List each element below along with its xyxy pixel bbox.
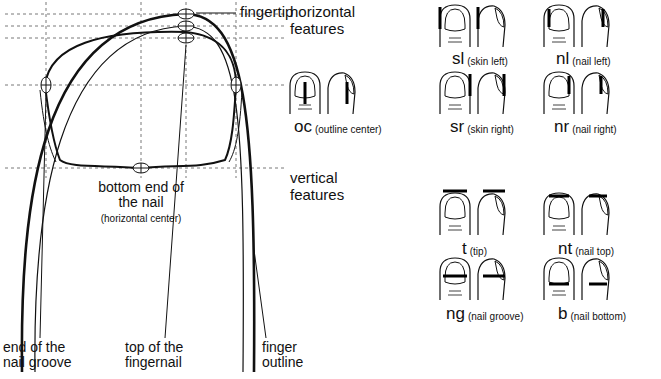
nail-groove bbox=[40, 90, 242, 162]
finger-icon-pair bbox=[440, 5, 505, 47]
part-label: bottom end of the nail bbox=[96, 180, 186, 211]
side-view bbox=[582, 6, 609, 47]
side-view bbox=[478, 259, 505, 300]
fingernail bbox=[45, 32, 236, 168]
finger-icon-pair bbox=[544, 193, 609, 235]
feature-code: ng bbox=[446, 305, 465, 324]
front-view bbox=[440, 258, 470, 300]
finger-icon-pair bbox=[440, 258, 505, 300]
finger-icon-pair bbox=[544, 5, 609, 47]
front-view bbox=[440, 72, 470, 114]
feature-description: (outline center) bbox=[315, 124, 382, 135]
side-view bbox=[478, 73, 505, 114]
front-view bbox=[440, 5, 470, 47]
feature-code: t bbox=[462, 240, 467, 259]
part-label: (horizontal center) bbox=[86, 213, 196, 224]
feature-code: sl bbox=[452, 50, 464, 69]
feature-code: nt bbox=[558, 240, 572, 259]
feature-description: (nail groove) bbox=[468, 311, 524, 322]
feature-description: (nail left) bbox=[572, 56, 610, 67]
part-label: vertical features bbox=[290, 170, 380, 203]
front-view bbox=[290, 72, 320, 114]
finger-icon-pair bbox=[440, 191, 505, 235]
feature-description: (skin right) bbox=[467, 124, 514, 135]
front-view bbox=[544, 72, 574, 114]
feature-code: b bbox=[558, 305, 567, 324]
front-view bbox=[544, 193, 574, 235]
skin-outline bbox=[35, 26, 243, 372]
part-label: finger outline bbox=[262, 340, 322, 371]
finger-icon-pair bbox=[544, 258, 609, 300]
part-label: end of the nail groove bbox=[3, 340, 88, 371]
front-view bbox=[544, 5, 574, 47]
finger-outline bbox=[22, 14, 254, 372]
front-view bbox=[544, 258, 574, 300]
side-view bbox=[328, 73, 355, 114]
feature-code: nl bbox=[556, 50, 569, 69]
side-view bbox=[478, 6, 505, 47]
feature-code: nr bbox=[554, 118, 569, 137]
finger-icon-pair bbox=[544, 72, 609, 114]
part-label: fingertip bbox=[240, 4, 293, 21]
feature-code: oc bbox=[294, 118, 312, 137]
feature-description: (nail top) bbox=[575, 246, 614, 257]
feature-description: (skin left) bbox=[467, 56, 508, 67]
part-label: top of the fingernail bbox=[125, 340, 215, 371]
feature-description: (nail bottom) bbox=[570, 311, 626, 322]
finger-icon-pair bbox=[290, 72, 355, 114]
front-view bbox=[440, 191, 470, 235]
side-view bbox=[582, 259, 609, 300]
finger-icon-pair bbox=[440, 72, 505, 114]
side-view bbox=[582, 194, 609, 235]
side-view bbox=[582, 73, 609, 114]
leader-lines bbox=[40, 13, 266, 338]
side-view bbox=[478, 191, 505, 235]
feature-description: (nail right) bbox=[572, 124, 616, 135]
part-label: horizontal features bbox=[290, 4, 380, 37]
feature-markers bbox=[41, 9, 241, 173]
feature-description: (tip) bbox=[470, 246, 487, 257]
feature-code: sr bbox=[450, 118, 464, 137]
